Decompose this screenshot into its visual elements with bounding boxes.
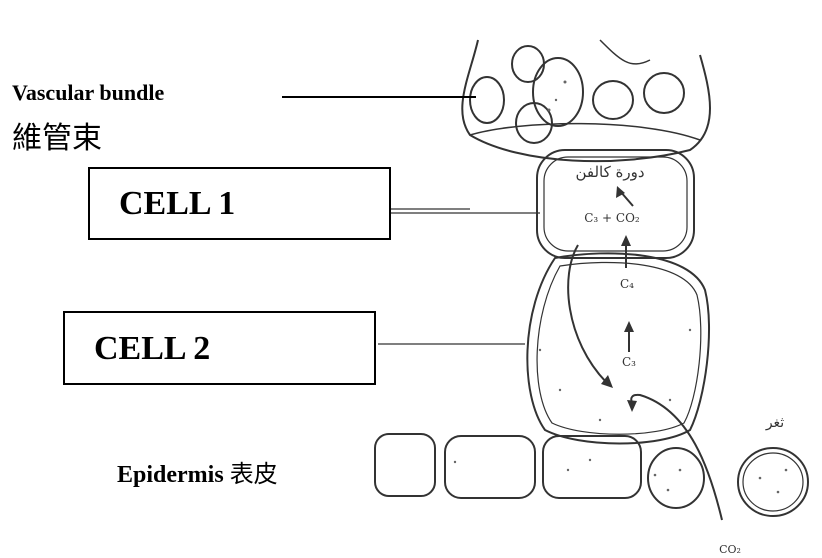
- cell2-label-box: CELL 2: [63, 311, 376, 385]
- co2-text: CO₂: [719, 543, 741, 556]
- mesophyll-cell: [527, 253, 709, 443]
- vascular-cell: [470, 77, 504, 123]
- epidermis-label: Epidermis 表皮: [117, 454, 278, 489]
- c3-co2-text: C₃ + CO₂: [584, 211, 640, 225]
- c3-text: C₃: [622, 355, 636, 369]
- vascular-bundle-label-zh: 維管束: [12, 113, 102, 157]
- vascular-bundle: [462, 40, 710, 161]
- epidermis-cell: [445, 436, 535, 498]
- cell1-label: CELL 1: [119, 185, 235, 222]
- calvin-cycle-text: دورة كالفن: [575, 163, 644, 181]
- vascular-cell: [512, 46, 544, 82]
- epidermis-cell: [543, 436, 641, 498]
- guard-cell: [648, 448, 704, 508]
- vascular-cell: [644, 73, 684, 113]
- c3-return-arrow: [568, 245, 607, 383]
- cell1-label-box: CELL 1: [88, 167, 391, 240]
- epidermis-cell: [375, 434, 435, 496]
- epidermis-cell: [738, 448, 808, 516]
- stoma-text: ثغر: [765, 415, 784, 431]
- co2-uptake-arrow: [631, 395, 722, 520]
- epidermis-label-en: Epidermis: [117, 462, 224, 488]
- vascular-bundle-label: Vascular bundle: [12, 80, 164, 106]
- vascular-cell: [533, 58, 583, 126]
- vascular-cell: [593, 81, 633, 119]
- cell2-label: CELL 2: [94, 330, 210, 367]
- c4-text: C₄: [620, 277, 634, 291]
- epidermis-label-zh: 表皮: [230, 460, 278, 488]
